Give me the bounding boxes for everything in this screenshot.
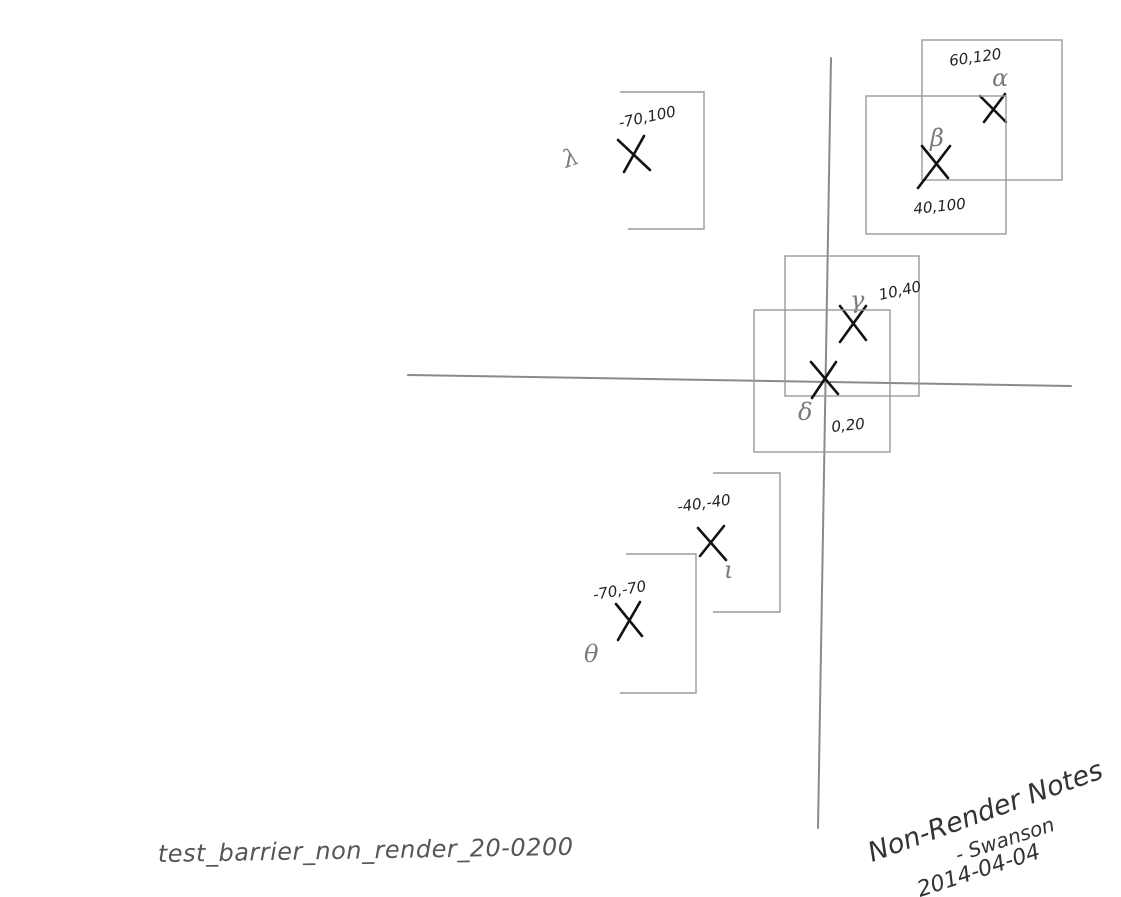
coordinate-label: -70,-70: [592, 577, 648, 604]
coordinate-label: -40,-40: [676, 491, 732, 516]
coordinate-label: 0,20: [831, 415, 866, 436]
x-mark: [700, 526, 724, 556]
caption: test_barrier_non_render_20-0200: [158, 833, 574, 868]
x-mark: [918, 146, 950, 188]
x-mark: [624, 136, 644, 172]
vertical-axis: [818, 58, 831, 828]
greek-label: λ: [558, 142, 583, 174]
marker-e: -40,-40 ι: [676, 473, 780, 612]
marker-b: 40,100 β: [866, 96, 1006, 234]
greek-label: θ: [584, 640, 599, 668]
marker-a: 60,120 α: [922, 40, 1062, 180]
greek-label: ι: [724, 556, 733, 584]
x-mark: [618, 602, 640, 640]
greek-label: δ: [798, 398, 812, 426]
signature-notes: Non-Render Notes - Swanson 2014-04-04: [864, 755, 1107, 897]
coordinate-label: 10,40: [877, 277, 923, 304]
greek-label: β: [929, 124, 944, 152]
horizontal-axis: [408, 375, 1071, 386]
marker-g: -70,100 λ: [558, 92, 704, 229]
marker-f: -70,-70 θ: [584, 554, 696, 693]
coordinate-label: -70,100: [617, 102, 677, 132]
coordinate-label: 40,100: [913, 195, 967, 218]
marker-c: 10,40 γ: [785, 256, 923, 396]
greek-label: α: [992, 64, 1008, 92]
